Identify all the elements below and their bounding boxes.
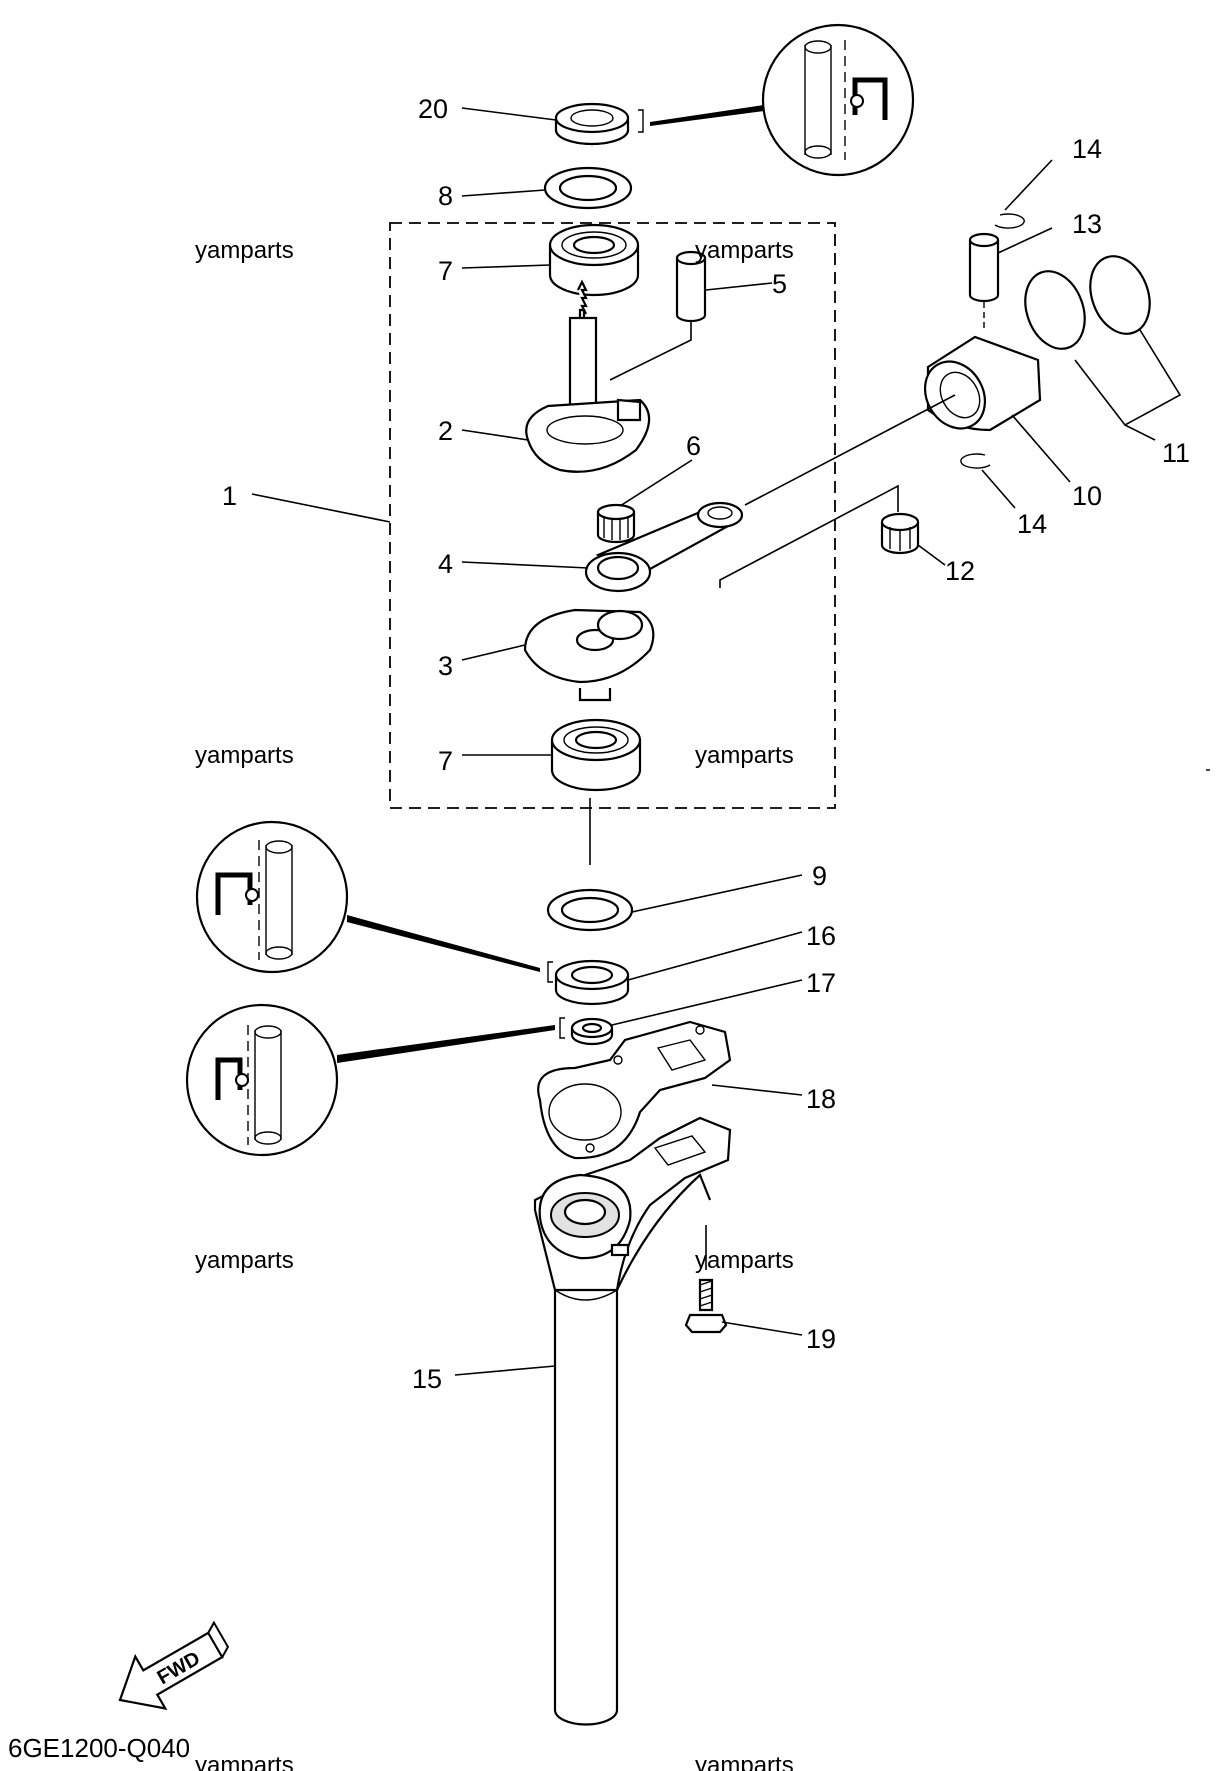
callout-6: 6 xyxy=(686,431,701,461)
diagram-code: 6GE1200-Q040 xyxy=(8,1733,190,1763)
callout-1: 1 xyxy=(222,481,237,511)
watermark: yamparts xyxy=(695,237,794,264)
part-14-clip-upper xyxy=(994,213,1025,229)
part-19-bolt xyxy=(684,1278,728,1334)
callout-3: 3 xyxy=(438,651,453,681)
callout-5: 5 xyxy=(772,269,787,299)
watermark: yamparts xyxy=(195,1247,294,1274)
callout-19: 19 xyxy=(806,1324,836,1354)
part-11-piston-ring-2 xyxy=(1089,255,1151,335)
part-17-small-seal xyxy=(570,1017,614,1046)
part-2-crank-upper xyxy=(525,279,651,473)
leader-bubble-mid xyxy=(347,915,540,972)
part-9-washer xyxy=(546,888,634,932)
part-15-pipe xyxy=(533,1116,732,1726)
callout-9: 9 xyxy=(812,861,827,891)
detail-bubble-mid xyxy=(195,820,349,974)
part-16-oil-seal xyxy=(554,959,630,1006)
fwd-arrow-icon: FWD xyxy=(118,1620,230,1711)
part-20-oil-seal xyxy=(554,102,630,146)
leader-lines xyxy=(251,107,1071,1376)
callout-2: 2 xyxy=(438,416,453,446)
part-10-piston xyxy=(923,335,1042,432)
watermark: yamparts xyxy=(195,742,294,769)
detail-bubble-top xyxy=(761,23,915,177)
part-12-needle-bearing xyxy=(880,512,920,555)
part-18-gasket xyxy=(537,1020,732,1160)
part-3-crank-lower xyxy=(523,608,655,702)
detail-bubble-low xyxy=(185,1003,339,1157)
callout-14-lower: 14 xyxy=(1017,509,1047,539)
leader-bubble-low xyxy=(337,1025,555,1063)
watermark: yamparts xyxy=(195,1752,294,1771)
assembly-box xyxy=(389,222,836,809)
part-11-piston-ring-1 xyxy=(1024,270,1086,350)
callout-13: 13 xyxy=(1072,209,1102,239)
part-7-bearing-upper xyxy=(548,223,640,297)
part-14-clip-lower xyxy=(960,453,991,469)
callout-8: 8 xyxy=(438,181,453,211)
watermark: yamparts xyxy=(695,742,794,769)
callout-4: 4 xyxy=(438,549,453,579)
callout-7-upper: 7 xyxy=(438,256,453,286)
part-4-connecting-rod xyxy=(584,501,744,593)
callout-7-lower: 7 xyxy=(438,746,453,776)
watermark: yamparts xyxy=(695,1247,794,1274)
callout-18: 18 xyxy=(806,1084,836,1114)
part-7-bearing-lower xyxy=(550,718,642,792)
callout-14-upper: 14 xyxy=(1072,134,1102,164)
watermark: yamparts xyxy=(695,1752,794,1771)
callout-10: 10 xyxy=(1072,481,1102,511)
part-8-washer xyxy=(543,166,633,210)
callout-16: 16 xyxy=(806,921,836,951)
callout-20: 20 xyxy=(418,94,448,124)
callout-17: 17 xyxy=(806,968,836,998)
part-6-needle-bearing xyxy=(596,503,636,544)
part-5-crank-pin xyxy=(675,250,707,323)
callout-11: 11 xyxy=(1162,438,1190,468)
callout-12: 12 xyxy=(945,556,975,586)
watermark: yamparts xyxy=(195,237,294,264)
part-13-piston-pin xyxy=(968,232,1000,303)
leader-bubble-top xyxy=(650,105,764,126)
callout-15: 15 xyxy=(412,1364,442,1394)
